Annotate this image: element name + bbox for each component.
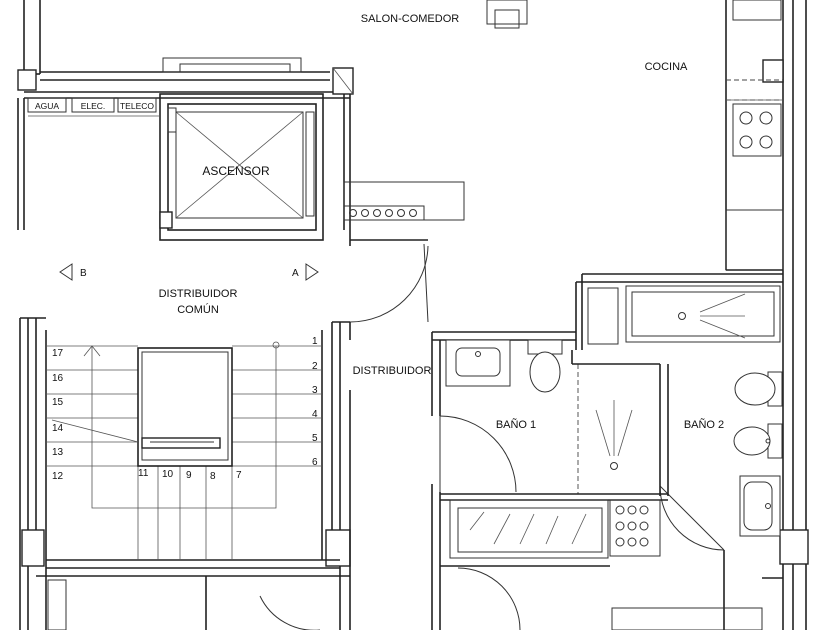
room-label-distribuidor: DISTRIBUIDOR bbox=[353, 365, 432, 377]
section-mark-b: B bbox=[59, 263, 87, 281]
room-labels: SALON-COMEDOR COCINA ASCENSOR DISTRIBUID… bbox=[159, 13, 725, 431]
step-number: 14 bbox=[52, 423, 64, 434]
step-number: 3 bbox=[312, 385, 318, 396]
burner-row-icon bbox=[349, 209, 417, 217]
shower-icon bbox=[678, 293, 746, 339]
kitchen bbox=[725, 0, 784, 271]
staircase: 1 2 3 4 5 6 7 8 9 10 11 12 13 14 15 16 1… bbox=[19, 317, 351, 630]
washbasin-icon bbox=[445, 339, 511, 387]
step-number: 16 bbox=[52, 373, 64, 384]
room-label-distribuidor-comun-2: COMÚN bbox=[177, 303, 219, 316]
entrance-door bbox=[349, 243, 429, 630]
step-number: 4 bbox=[312, 409, 318, 420]
section-mark-a-label: A bbox=[292, 268, 299, 279]
room-label-salon-comedor: SALON-COMEDOR bbox=[361, 13, 459, 25]
step-number: 15 bbox=[52, 397, 64, 408]
meter-cabinets: AGUA ELEC. TELECO bbox=[27, 97, 160, 117]
step-number: 8 bbox=[210, 471, 216, 482]
step-number: 6 bbox=[312, 457, 318, 468]
step-number: 2 bbox=[312, 361, 318, 372]
step-number: 12 bbox=[52, 471, 64, 482]
cooktop-icon bbox=[615, 505, 649, 547]
step-number: 13 bbox=[52, 447, 64, 458]
lift-shaft bbox=[159, 93, 465, 246]
sink-icon bbox=[739, 475, 781, 537]
section-mark-a: A bbox=[292, 263, 319, 281]
shower-tray-icon bbox=[595, 400, 633, 470]
bathroom-2 bbox=[575, 273, 783, 630]
section-mark-b-label: B bbox=[80, 268, 87, 279]
bathroom-1 bbox=[259, 331, 763, 630]
step-number: 10 bbox=[162, 469, 174, 480]
meter-agua-label: AGUA bbox=[35, 101, 59, 111]
stair-step-numbers: 1 2 3 4 5 6 7 8 9 10 11 12 13 14 15 16 1… bbox=[52, 336, 318, 482]
room-label-bano-1: BAÑO 1 bbox=[496, 418, 536, 431]
bidet-icon bbox=[733, 423, 783, 459]
step-number: 5 bbox=[312, 433, 318, 444]
room-label-bano-2: BAÑO 2 bbox=[684, 418, 724, 431]
meter-elec-label: ELEC. bbox=[81, 101, 106, 111]
step-number: 1 bbox=[312, 336, 318, 347]
room-label-cocina: COCINA bbox=[645, 61, 688, 73]
step-number: 11 bbox=[138, 468, 149, 479]
toilet-icon bbox=[527, 339, 563, 393]
hanger-rail-icon bbox=[469, 511, 587, 545]
meter-teleco-label: TELECO bbox=[120, 101, 154, 111]
room-label-ascensor: ASCENSOR bbox=[202, 164, 270, 178]
room-label-distribuidor-comun-1: DISTRIBUIDOR bbox=[159, 288, 238, 300]
step-number: 7 bbox=[236, 470, 242, 481]
step-number: 9 bbox=[186, 470, 192, 481]
step-number: 17 bbox=[52, 348, 64, 359]
structural-walls bbox=[17, 0, 809, 630]
toilet-icon bbox=[734, 371, 783, 407]
cooktop-icon bbox=[739, 111, 773, 149]
